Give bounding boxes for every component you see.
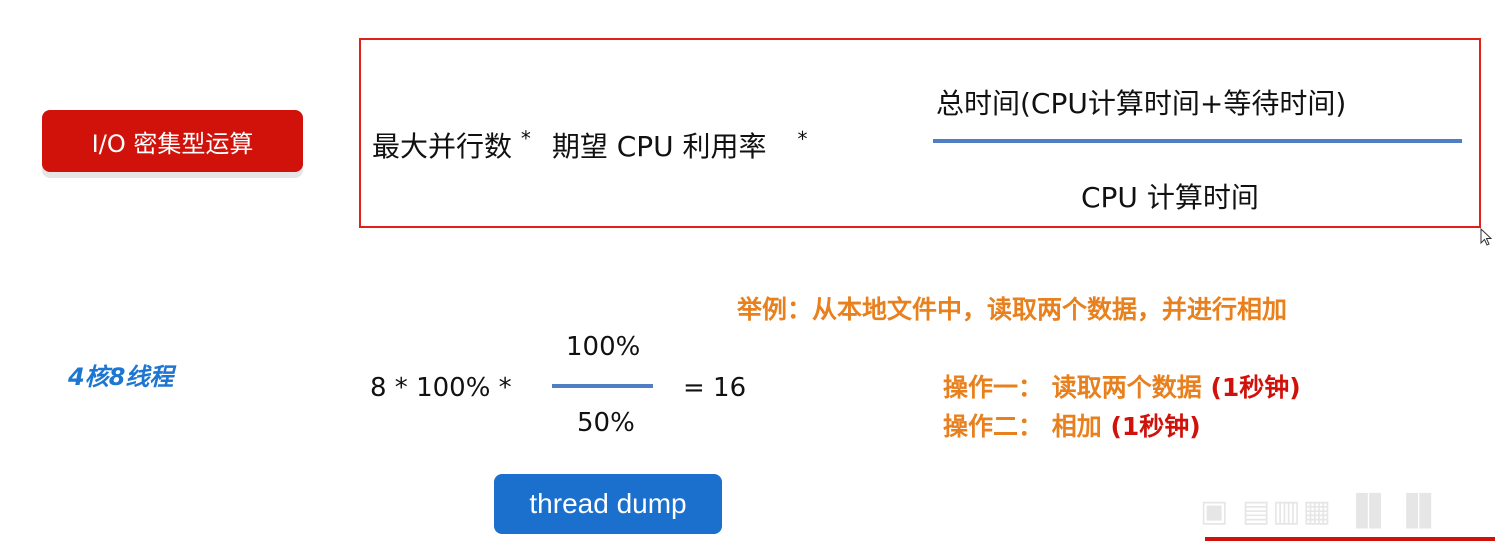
op1-text: 读取两个数据 <box>1051 373 1202 402</box>
fraction-line <box>933 139 1462 143</box>
thread-dump-button[interactable]: thread dump <box>494 474 722 534</box>
calc-left: 8 * 100% * <box>370 373 512 403</box>
op1-label: 操作一： <box>943 373 1044 402</box>
calc-denominator: 50% <box>577 408 635 438</box>
formula-box <box>359 38 1481 228</box>
op2-text: 相加 <box>1051 412 1102 441</box>
operation-one: 操作一： 读取两个数据 (1秒钟) <box>943 368 1301 404</box>
op1-time: (1秒钟) <box>1210 373 1301 402</box>
calc-fraction-line <box>552 384 653 388</box>
operation-two: 操作二： 相加 (1秒钟) <box>943 407 1201 443</box>
mouse-cursor-icon <box>1480 228 1493 246</box>
fraction-numerator: 总时间(CPU计算时间+等待时间) <box>936 87 1347 120</box>
calc-result: = 16 <box>683 373 747 403</box>
formula-left: 最大并行数 * 期望 CPU 利用率 * <box>372 125 807 165</box>
op2-time: (1秒钟) <box>1110 412 1201 441</box>
max-parallel-text: 最大并行数 <box>372 130 513 163</box>
op2-label: 操作二： <box>943 412 1044 441</box>
multiply-star-2: * <box>797 126 808 151</box>
expected-cpu-text: 期望 CPU 利用率 <box>551 130 767 163</box>
calc-numerator: 100% <box>566 332 641 362</box>
cores-threads-label: 4核8线程 <box>68 363 174 391</box>
example-title: 举例：从本地文件中，读取两个数据，并进行相加 <box>737 295 1288 324</box>
watermark-logo: ▣ ▤▥▦ ▐▌▐▌ <box>1200 494 1445 529</box>
io-intensive-label: I/O 密集型运算 <box>42 110 303 172</box>
fraction-denominator: CPU 计算时间 <box>1081 181 1259 214</box>
watermark-bar <box>1205 537 1495 541</box>
multiply-star-1: * <box>520 126 531 151</box>
